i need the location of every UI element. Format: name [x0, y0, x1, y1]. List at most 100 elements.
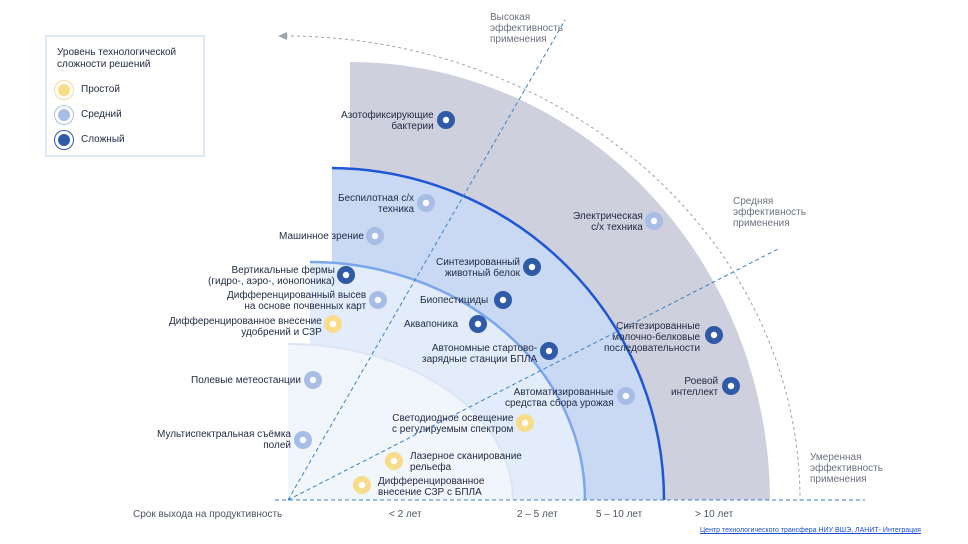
- tech-label-line: Азотофиксирующие: [341, 110, 434, 121]
- tech-dot-center: [521, 419, 529, 427]
- tech-label-line: Автономные стартово-: [431, 343, 538, 354]
- tech-label-line: Вертикальные фермы: [231, 265, 335, 276]
- low-efficiency-label: Умеренная эффективность применения: [810, 452, 883, 485]
- tech-label-line: зарядные станции БПЛА: [422, 354, 538, 365]
- mid-efficiency-line-1: Средняя: [733, 196, 774, 207]
- tech-dot-center: [299, 436, 307, 444]
- legend-label-simple: Простой: [81, 84, 120, 95]
- tech-label-line: молочно-белковые: [612, 332, 701, 343]
- tech-dot-center: [622, 392, 630, 400]
- tech-dot-center: [374, 296, 382, 304]
- high-efficiency-line-1: Высокая: [490, 12, 531, 23]
- complexity-legend: Уровень технологической сложности решени…: [45, 35, 205, 157]
- tech-label-line: животный белок: [444, 268, 521, 279]
- tech-dot-center: [422, 199, 430, 207]
- tech-dot-center: [474, 320, 482, 328]
- tech-label-line: Синтезированный: [436, 257, 521, 268]
- mid-efficiency-line-2: эффективность: [733, 207, 806, 218]
- tech-label-line: Автоматизированные: [513, 387, 614, 398]
- mid-efficiency-label: Средняя эффективность применения: [733, 196, 806, 229]
- tech-label-line: Мультиспектральная съёмка: [157, 429, 291, 440]
- high-efficiency-line: [287, 19, 566, 501]
- legend-item-medium: Средний: [55, 106, 122, 124]
- tech-label-line: последовательности: [604, 343, 701, 354]
- tech-label-line: с регулируемым спектром: [392, 424, 514, 435]
- legend-title-line-1: Уровень технологической: [57, 47, 177, 58]
- tech-label-line: бактерии: [391, 121, 434, 132]
- high-efficiency-label: Высокая эффективность применения: [490, 12, 563, 45]
- low-efficiency-line-2: эффективность: [810, 463, 883, 474]
- tech-label-line: Дифференцированный высев: [227, 290, 367, 301]
- tech-label-line: Беспилотная с/х: [338, 193, 415, 204]
- tech-label-line: Машинное зрение: [279, 231, 364, 242]
- medium-dot-icon: [55, 106, 73, 124]
- tech-label-line: с/х техника: [591, 222, 643, 233]
- tech-dot-center: [528, 263, 536, 271]
- tech-dot-center: [442, 116, 450, 124]
- axis-title: Срок выхода на продуктивность: [133, 509, 283, 520]
- tech-label: Машинное зрение: [279, 231, 364, 242]
- tech-label-line: средства сбора урожая: [505, 398, 614, 409]
- tech-label-line: Роевой: [684, 376, 719, 387]
- ring-under-2-years: [288, 344, 513, 500]
- axis-tick-5-10: 5 – 10 лет: [596, 509, 643, 520]
- tech-label: Автономные стартово-зарядные станции БПЛ…: [422, 343, 537, 365]
- axis-tick-2-5: 2 – 5 лет: [517, 509, 558, 520]
- tech-dot-center: [499, 296, 507, 304]
- tech-dot-center: [358, 481, 366, 489]
- legend-label-medium: Средний: [81, 109, 122, 120]
- tech-label-line: Аквапоника: [404, 319, 459, 330]
- high-efficiency-line-2: эффективность: [490, 23, 563, 34]
- outer-arc-arrow: [278, 32, 287, 40]
- tech-label-line: на основе почвенных карт: [244, 301, 367, 312]
- tech-dot-center: [650, 217, 658, 225]
- tech-label-line: Дифференцированное внесение: [169, 316, 322, 327]
- axis-tick-over-10: > 10 лет: [695, 509, 734, 520]
- tech-dot-center: [727, 382, 735, 390]
- legend-item-complex: Сложный: [55, 131, 125, 149]
- ring-2-5-years-border: [309, 260, 587, 501]
- outer-dashed-arc: [284, 35, 801, 501]
- complex-dot-icon: [55, 131, 73, 149]
- tech-label-line: Биопестициды: [420, 295, 489, 306]
- tech-label-line: Дифференцированное: [378, 476, 485, 487]
- ring-under-2-years-border: [287, 343, 514, 501]
- tech-dot-center: [329, 320, 337, 328]
- tech-dot-center: [710, 331, 718, 339]
- mid-efficiency-line-3: применения: [733, 218, 790, 229]
- tech-label-line: Электрическая: [573, 211, 643, 222]
- tech-label-line: Полевые метеостанции: [191, 375, 301, 386]
- tech-label-line: рельефа: [410, 462, 452, 473]
- source-link[interactable]: Центр технологического трансфера НИУ ВШЭ…: [700, 527, 921, 534]
- technology-dots: [294, 111, 740, 494]
- tech-label-line: внесение СЗР с БПЛА: [378, 487, 482, 498]
- tech-label-line: удобрений и СЗР: [241, 327, 322, 338]
- tech-label: Аквапоника: [404, 319, 458, 330]
- tech-dot-center: [309, 376, 317, 384]
- legend-label-complex: Сложный: [81, 134, 125, 145]
- tech-dot-center: [390, 457, 398, 465]
- tech-label-line: Лазерное сканирование: [410, 451, 522, 462]
- legend-item-simple: Простой: [55, 81, 120, 99]
- low-efficiency-line-3: применения: [810, 474, 867, 485]
- tech-dot-center: [545, 347, 553, 355]
- tech-label: Полевые метеостанции: [191, 375, 301, 386]
- simple-dot-icon: [55, 81, 73, 99]
- tech-label: Вертикальные фермы(гидро-, аэро-, ионопо…: [208, 265, 335, 287]
- tech-label-line: техника: [377, 204, 415, 215]
- mid-efficiency-line: [287, 247, 781, 501]
- tech-label-line: интеллект: [671, 387, 719, 398]
- legend-title: Уровень технологической сложности решени…: [57, 47, 176, 71]
